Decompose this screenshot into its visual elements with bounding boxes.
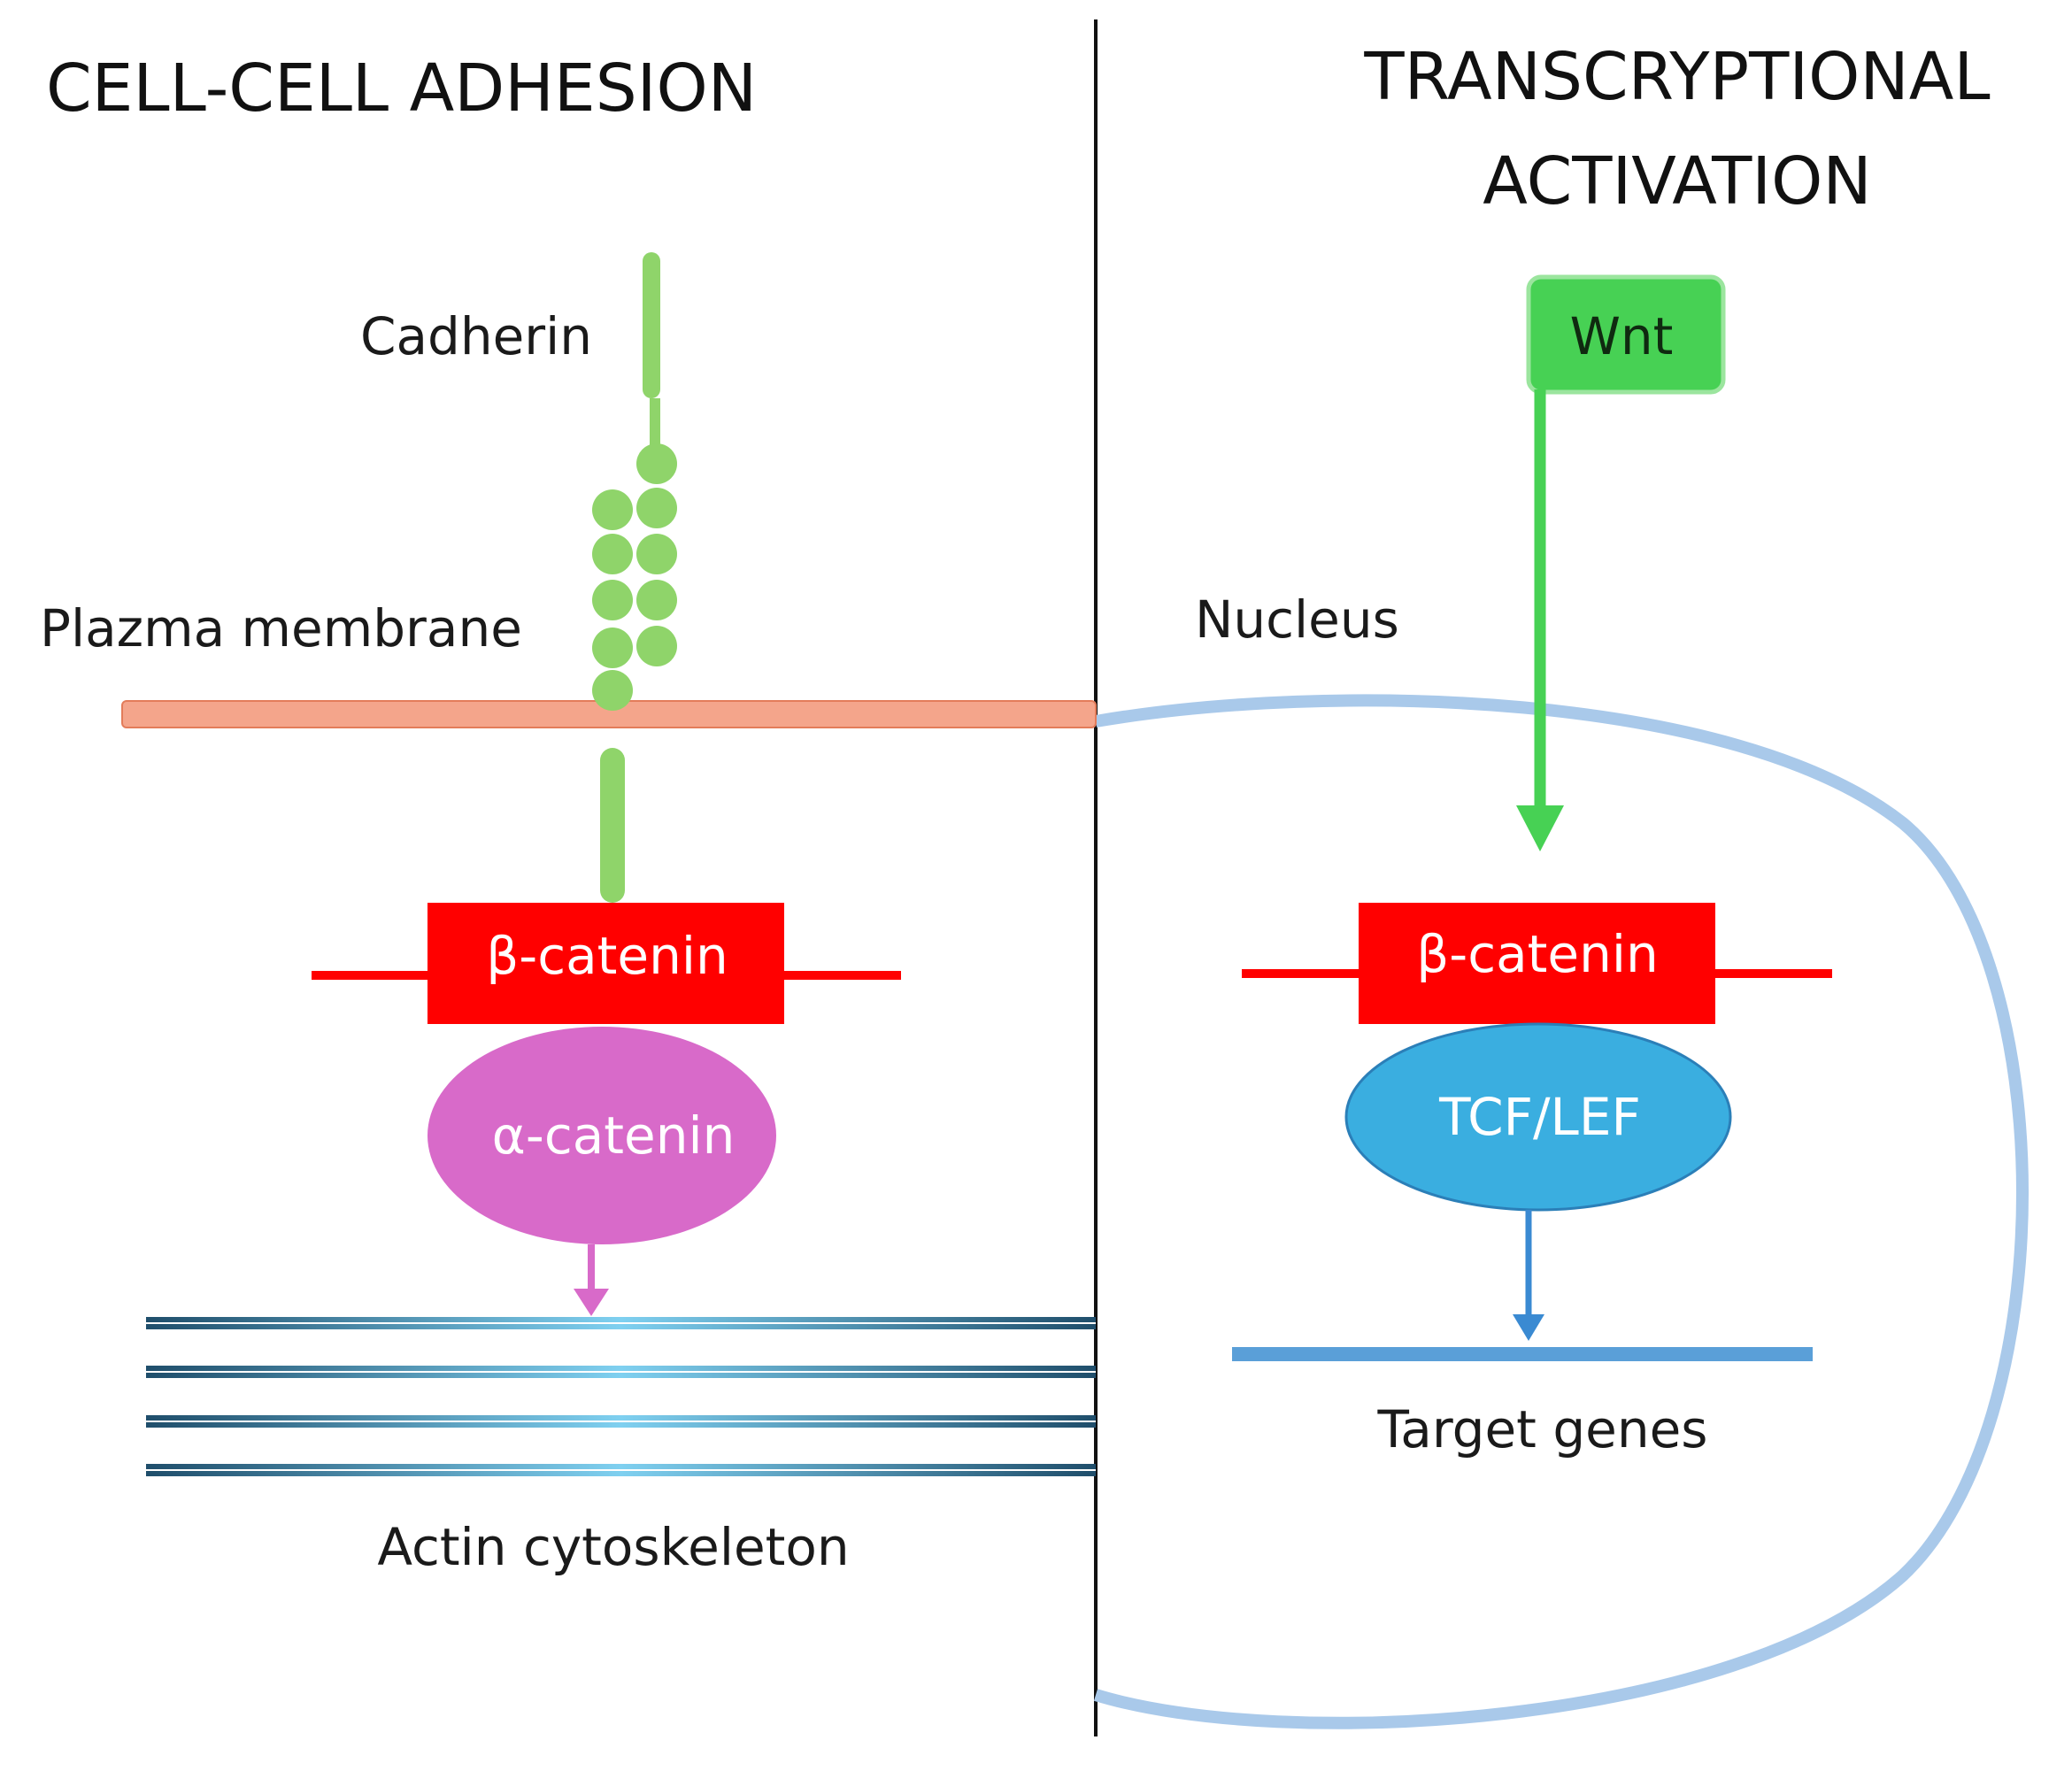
cadherin	[592, 252, 677, 903]
cadherin-domain	[636, 488, 677, 528]
cadherin-domain	[636, 443, 677, 484]
cadherin-domain	[636, 580, 677, 620]
tcf-arrow-head	[1513, 1314, 1544, 1341]
cadherin-domain	[636, 626, 677, 666]
beta-catenin-right-label: β-catenin	[1416, 924, 1658, 984]
cadherin-domain	[592, 670, 633, 711]
alpha-catenin-ellipse	[427, 1027, 776, 1244]
cadherin-neck	[650, 398, 660, 451]
cadherin-cytoplasmic-segment	[600, 748, 625, 903]
right-heading-line2: ACTIVATION	[1483, 143, 1871, 219]
beta-catenin-right-box	[1359, 903, 1715, 1024]
nucleus-label: Nucleus	[1195, 589, 1399, 650]
cadherin-domain	[592, 580, 633, 620]
beta-catenin-left-label: β-catenin	[486, 926, 728, 986]
cadherin-domain	[592, 489, 633, 530]
cadherin-top-segment	[643, 252, 660, 398]
membrane-label: Plazma membrane	[40, 598, 522, 658]
target-genes-label: Target genes	[1376, 1399, 1707, 1459]
cadherin-domain	[592, 628, 633, 668]
cadherin-domain	[636, 534, 677, 574]
actin-label: Actin cytoskeleton	[377, 1517, 849, 1577]
tcf-lef-ellipse	[1344, 1022, 1732, 1212]
alpha-catenin-label: α-catenin	[492, 1105, 736, 1166]
beta-catenin-left-box	[427, 903, 784, 1024]
target-genes-bar	[1232, 1347, 1813, 1361]
actin-filaments	[146, 1317, 1096, 1476]
wnt-box	[1526, 274, 1726, 395]
cadherin-label: Cadherin	[360, 306, 592, 366]
wnt-label: Wnt	[1570, 306, 1674, 366]
alpha-catenin-arrow-head	[574, 1289, 609, 1316]
cadherin-domain	[592, 534, 633, 574]
nucleus-outline	[1093, 694, 2029, 1729]
wnt-arrow-head	[1516, 805, 1564, 851]
right-heading-line1: TRANSCRYPTIONAL	[1363, 39, 1990, 115]
tcf-lef-label: TCF/LEF	[1438, 1087, 1641, 1147]
left-heading: CELL-CELL ADHESION	[46, 50, 757, 127]
